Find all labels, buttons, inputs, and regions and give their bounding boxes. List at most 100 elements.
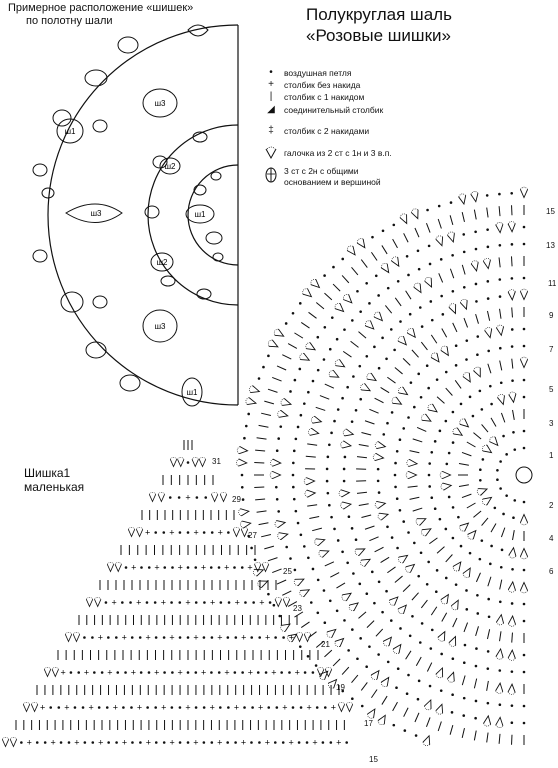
v-stitch xyxy=(482,444,493,454)
chain-dot xyxy=(500,548,504,552)
v-stitch xyxy=(248,385,261,393)
stitch-bar xyxy=(394,575,403,583)
stitch-bar xyxy=(415,656,422,666)
v-stitch xyxy=(328,678,338,689)
stitch-bar xyxy=(411,349,419,358)
chain-dot xyxy=(346,385,349,389)
cone-oval xyxy=(119,374,141,392)
chain-dot xyxy=(498,243,502,247)
sc-plus: + xyxy=(111,598,116,608)
chain-dot xyxy=(444,576,448,580)
chain-dot xyxy=(510,243,514,246)
chain-dot xyxy=(343,328,346,331)
sc-plus: + xyxy=(234,703,239,713)
chain-dot xyxy=(428,485,431,488)
v-stitch xyxy=(470,191,479,203)
v-stitch xyxy=(467,529,477,540)
sc-plus: + xyxy=(193,528,198,538)
stitch-bar xyxy=(276,579,287,585)
stitch-bar xyxy=(272,568,282,574)
chain-dot xyxy=(299,706,303,709)
chain-dot xyxy=(293,378,297,382)
chain-dot xyxy=(171,671,174,674)
chain-dot xyxy=(91,741,95,744)
sc-plus: + xyxy=(60,668,65,678)
v-stitch xyxy=(415,518,427,526)
chain-dot xyxy=(468,395,472,399)
sc-plus: + xyxy=(122,633,127,643)
chain-dot xyxy=(294,509,298,513)
chain-dot xyxy=(522,378,526,382)
chain-dot xyxy=(430,496,434,500)
stitch-bar xyxy=(361,514,372,518)
sc-plus: + xyxy=(178,563,183,573)
stitch-bar xyxy=(255,498,266,501)
v-stitch xyxy=(440,482,453,491)
v-stitch xyxy=(245,397,258,406)
chain-dot xyxy=(178,741,182,744)
chain-dot xyxy=(435,569,439,572)
v-stitch xyxy=(328,369,340,378)
stitch-bar xyxy=(369,408,379,414)
stitch-bar xyxy=(300,322,310,329)
stitch-bar xyxy=(437,721,442,732)
chain-dot xyxy=(333,419,336,423)
chain-dot xyxy=(522,500,526,504)
stitch-bar xyxy=(312,527,322,532)
v-stitch xyxy=(177,456,185,468)
stitch-bar xyxy=(498,206,501,217)
chain-dot xyxy=(510,602,514,605)
chain-dot xyxy=(305,741,309,744)
chain-dot xyxy=(330,316,334,319)
chain-dot xyxy=(202,531,206,534)
chain-dot xyxy=(83,741,87,744)
chain-dot xyxy=(351,628,354,631)
cone-oval xyxy=(196,288,212,300)
sc-plus: + xyxy=(331,703,336,713)
v-stitch xyxy=(370,669,380,680)
stitch-bar xyxy=(375,628,384,637)
v-stitch xyxy=(136,526,144,538)
chain-dot xyxy=(454,344,458,348)
stitch-bar xyxy=(486,680,489,691)
chain-dot xyxy=(57,706,61,709)
v-stitch xyxy=(489,436,499,447)
chain-dot xyxy=(480,408,484,411)
stitch-bar xyxy=(392,701,398,712)
sc-plus: + xyxy=(265,738,270,748)
chain-dot xyxy=(252,601,255,604)
chain-dot xyxy=(377,491,381,494)
chain-dot xyxy=(292,497,296,501)
row-number: 21 xyxy=(321,640,330,649)
stitch-bar xyxy=(473,432,482,440)
stitch-bar xyxy=(358,611,367,619)
stitch-bar xyxy=(473,510,482,518)
v-stitch xyxy=(334,637,345,647)
sc-plus: + xyxy=(107,668,112,678)
v-stitch xyxy=(458,193,467,206)
sc-plus: + xyxy=(247,563,252,573)
legend-label: столбик без накида xyxy=(284,80,361,90)
v-stitch xyxy=(314,538,326,547)
v-stitch xyxy=(496,324,504,337)
stitch-bar xyxy=(461,493,472,499)
cone-label: ш3 xyxy=(155,322,166,331)
stitch-bar xyxy=(394,297,402,307)
stitch-bar xyxy=(324,561,335,567)
chain-dot xyxy=(264,671,268,674)
layout-note: Примерное расположение «шишек» по полотн… xyxy=(8,2,193,28)
chain-dot xyxy=(450,711,454,714)
cone-oval xyxy=(150,252,174,272)
v-stitch xyxy=(365,320,375,330)
v-stitch xyxy=(293,578,305,587)
chain-dot xyxy=(476,593,479,597)
stitch-bar xyxy=(481,517,489,526)
chain-dot xyxy=(522,327,526,331)
chain-dot xyxy=(83,636,86,639)
v-stitch xyxy=(495,647,504,660)
stitch-bar xyxy=(315,302,325,310)
v-stitch xyxy=(459,418,470,428)
v-stitch xyxy=(508,391,517,404)
chain-dot xyxy=(462,285,466,289)
v-stitch xyxy=(238,508,250,517)
